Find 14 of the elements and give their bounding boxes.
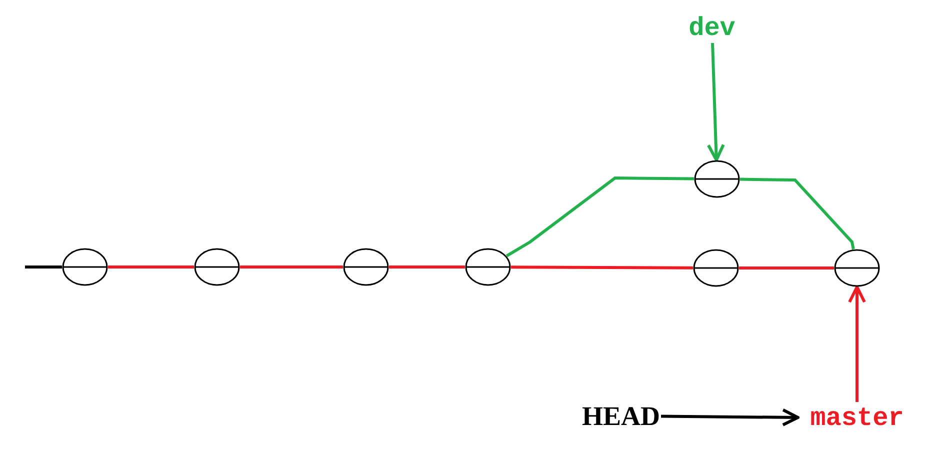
arrow (706, 42, 725, 162)
branch-line (740, 178, 855, 250)
arrow (660, 408, 800, 426)
branch-line (739, 266, 834, 270)
branch-label: master (810, 403, 904, 433)
branch-line (506, 176, 694, 258)
branch-label: dev (688, 13, 736, 43)
branch-line (108, 266, 194, 268)
branch-label: HEAD (582, 400, 660, 432)
arrow (848, 286, 866, 402)
branch-line (25, 266, 62, 268)
branch-line (240, 266, 343, 268)
branch-line (511, 266, 693, 270)
branch-line (389, 266, 465, 268)
